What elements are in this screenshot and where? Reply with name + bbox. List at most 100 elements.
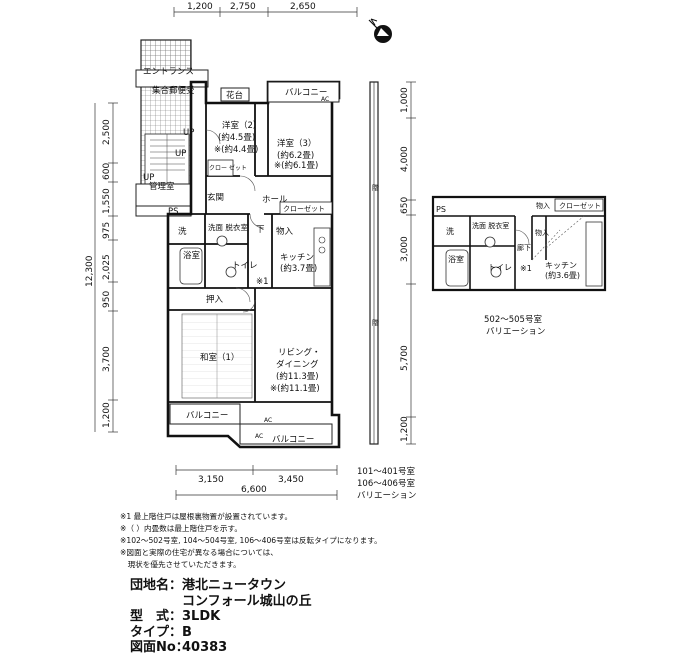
var-label-closet: クローゼット [559,201,601,210]
label-living-size: (約11.3畳) [276,371,319,382]
dim-left-8: 1,200 [102,402,112,428]
complex-label: 団地名： [130,578,183,593]
top-dimensions [173,7,358,17]
label-kitchen-size: (約3.7畳) [280,263,317,274]
label-western2-size: (約4.5畳) [218,132,255,143]
var-label-storage: 物入 [536,201,550,210]
variation-bathtub-icon [445,249,469,287]
main-plan [135,39,379,449]
dim-left-total: 12,300 [85,255,95,287]
dim-bottom-1: 3,150 [198,475,224,485]
sink-icon [216,235,228,247]
dim-left-6: 950 [102,291,112,308]
label-up-1: UP [183,128,194,138]
variation-caption-2: バリエーション [486,327,545,337]
var-label-note1: ※1 [520,264,532,273]
label-entrance: エントランス [143,67,194,77]
label-up-3: UP [143,173,154,183]
label-ac-2: AC [255,433,263,440]
label-balcony-bottom-left: バルコニー [186,411,228,421]
variation-sink-icon [484,236,496,248]
label-western2-note: ※(約4.4畳) [214,144,258,155]
label-ac-3: AC [321,96,329,103]
dim-top-2: 2,750 [230,2,256,12]
label-western2: 洋室（2） [222,120,261,131]
notes: ※1 最上階住戸は屋根裏物置が設置されています。 ※（ ）内畳数は最上階住戸を示… [120,511,640,571]
dim-right-6: 1,200 [400,416,410,442]
label-western3-size: (約6.2畳) [277,150,314,161]
label-flower-stand: 花台 [226,90,243,101]
dim-left-2: 600 [102,163,112,180]
label-management-room: 管理室 [149,181,175,192]
label-ps: PS [168,207,179,217]
dim-right-3: 650 [400,197,410,214]
label-kitchen: キッチン [280,253,314,263]
var-label-kitchen: キッチン [545,261,577,270]
balcony-bottom-left [169,403,241,425]
dim-right-4: 3,000 [400,236,410,262]
kitchen-counter [313,227,331,287]
bottom-dimensions [175,465,338,500]
dim-right-5: 5,700 [400,345,410,371]
label-living2: ダイニング [276,359,319,370]
label-western3: 洋室（3） [277,138,316,149]
bathtub-icon [179,247,203,285]
var-label-storage2: 物入 [535,228,549,237]
label-note1: ※1 [256,277,269,287]
dim-right-2: 4,000 [400,146,410,172]
label-hall: ホール [262,195,288,205]
north-arrow-icon [368,18,392,43]
label-wash: 洗 [178,226,187,237]
var-label-wash: 洗 [446,226,454,236]
var-label-bath: 浴室 [448,254,464,264]
main-caption-1: 101〜401号室 [357,466,415,477]
subtype-label: タイプ： [130,624,183,640]
label-western3-note: ※(約6.1畳) [274,160,318,171]
left-dimensions [94,102,118,433]
var-label-kitchen-size: (約3.6畳) [545,270,580,280]
label-balcony-bottom: バルコニー [272,435,314,445]
note-line-2: ※（ ）内畳数は最上階住戸を示す。 [120,524,242,533]
subtype-value: B [182,624,192,640]
dim-left-1: 2,500 [102,119,112,145]
flower-stand [220,87,250,102]
label-closet-main: クローゼット [283,204,325,213]
right-dimensions [406,81,416,445]
property-info: 団地名：港北ニュータウン コンフォール城山の丘 型 式：3LDK タイプ：B 図… [130,578,312,656]
drawing-value: 40383 [182,640,228,655]
dim-top-3: 2,650 [290,2,316,12]
var-label-toilet: トイレ [488,263,512,272]
closet-small [207,159,234,177]
drawing-label: 図面No： [130,640,189,655]
note-line-1: ※1 最上階住戸は屋根裏物置が設置されています。 [120,512,293,521]
main-caption-2: 106〜406号室 [357,478,415,489]
var-label-hallway: 廊下 [517,243,531,252]
var-label-dressing: 洗面 脱衣室 [472,221,509,230]
label-dressing: 洗面 脱衣室 [208,222,248,232]
dim-bottom-2: 3,450 [278,475,304,485]
label-bath: 浴室 [183,250,201,261]
variation-toilet-icon [490,266,502,278]
balcony-top [267,81,340,103]
complex-name-1: 港北ニュータウン [182,578,287,593]
dim-left-7: 3,700 [102,346,112,372]
label-living: リビング・ [278,347,321,358]
label-ac-1: AC [264,417,272,424]
label-toilet: トイレ [232,261,258,271]
label-washitsu: 和室（1） [200,352,239,363]
label-stair-mark-2: 階 [372,318,379,327]
main-caption-3: バリエーション [357,491,416,501]
label-balcony-top: バルコニー [285,88,327,98]
variation-caption-1: 502〜505号室 [484,314,542,325]
note-line-3: ※102〜502号室, 104〜504号室, 106〜406号室は反転タイプにな… [120,536,382,545]
balcony-bottom [239,423,333,445]
dim-left-4: 975 [102,222,112,239]
note-line-4: ※図面と実際の住宅が異なる場合については、 [120,548,278,557]
entrance-hatch [140,39,192,71]
label-shoe: 下 [256,225,265,235]
type-value: 3LDK [182,609,221,624]
variation-plan [431,195,607,292]
label-genkan: 玄関 [207,192,224,203]
label-stair-mark-1: 階 [372,183,379,192]
complex-name-2: コンフォール城山の丘 [182,593,312,609]
